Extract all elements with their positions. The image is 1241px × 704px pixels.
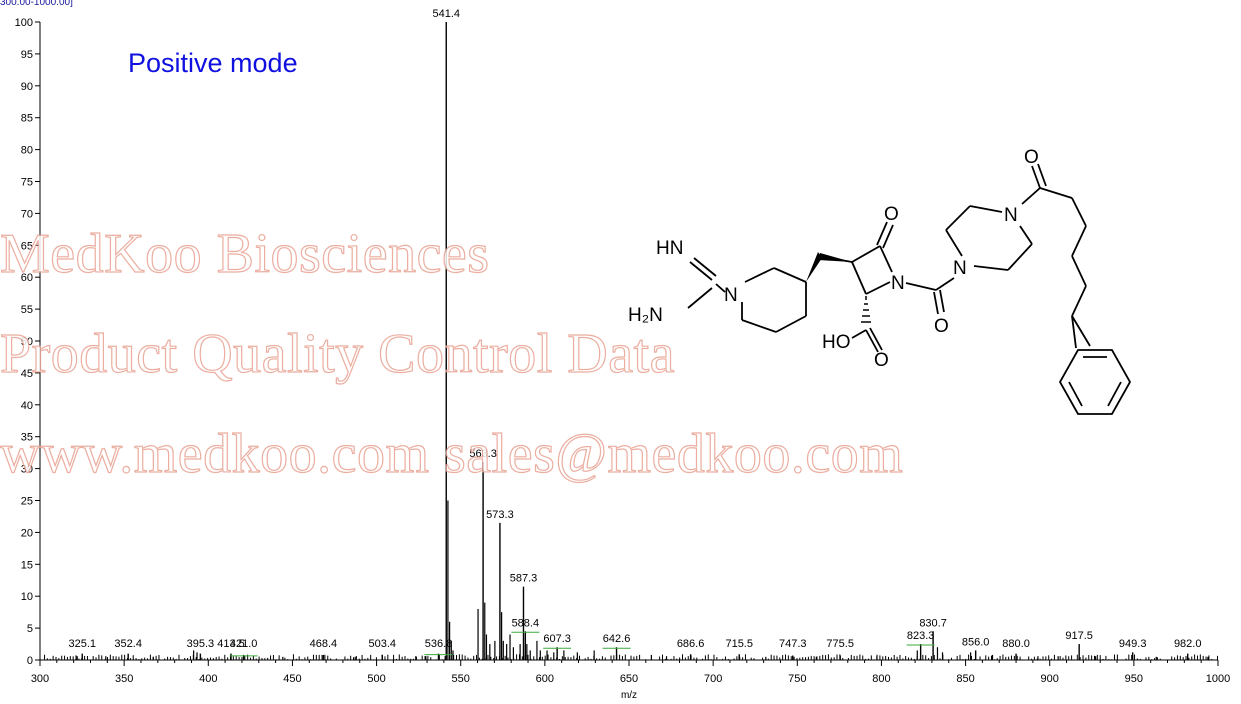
y-tick-label: 80 [21, 145, 33, 157]
y-tick-label: 25 [21, 496, 33, 508]
peak-label: 642.6 [603, 633, 631, 645]
label-o-urea: O [934, 316, 949, 337]
peak-label: 856.0 [962, 636, 990, 648]
y-tick-label: 65 [21, 240, 33, 252]
peak-label: 775.5 [826, 638, 854, 650]
peak-label: 413.5 [217, 638, 245, 650]
peak-label: 468.4 [310, 638, 338, 650]
y-tick-label: 85 [21, 113, 33, 125]
peak-label: 715.5 [725, 638, 753, 650]
x-tick-label: 600 [536, 673, 554, 685]
y-tick-label: 0 [27, 655, 33, 667]
peak-label: 949.3 [1119, 638, 1147, 650]
x-tick-label: 500 [367, 673, 385, 685]
x-axis-label: m/z [621, 690, 637, 701]
x-tick-label: 550 [452, 673, 470, 685]
y-tick-label: 75 [21, 177, 33, 189]
peak-label: 588.4 [512, 617, 540, 629]
watermark-line-3: www.medkoo.com sales@medkoo.com [0, 422, 904, 485]
x-tick-label: 800 [872, 673, 890, 685]
y-tick-label: 60 [21, 272, 33, 284]
y-tick-label: 35 [21, 432, 33, 444]
y-tick-label: 45 [21, 368, 33, 380]
y-tick-label: 10 [21, 591, 33, 603]
peak-label: 421.0 [230, 638, 258, 650]
x-tick-label: 700 [704, 673, 722, 685]
label-n-piperidine: N [724, 285, 738, 306]
scan-range-label: 300.00-1000.00] [0, 0, 73, 8]
y-tick-label: 100 [15, 17, 33, 29]
x-tick-label: 850 [956, 673, 974, 685]
y-tick-label: 50 [21, 336, 33, 348]
label-n-piperazine-1: N [953, 258, 967, 279]
label-ho: HO [822, 332, 851, 353]
peak-label: 563.3 [469, 448, 497, 460]
label-n-piperazine-2: N [1004, 205, 1018, 226]
label-h2n: H₂N [628, 305, 663, 326]
y-tick-label: 90 [21, 81, 33, 93]
x-tick-label: 350 [115, 673, 133, 685]
peak-label: 823.3 [907, 630, 935, 642]
x-tick-label: 900 [1041, 673, 1059, 685]
x-tick-label: 300 [31, 673, 49, 685]
x-tick-label: 450 [283, 673, 301, 685]
x-tick-label: 950 [1125, 673, 1143, 685]
y-tick-label: 15 [21, 559, 33, 571]
x-tick-label: 400 [199, 673, 217, 685]
peak-label: 541.4 [432, 8, 460, 20]
label-n-lactam: N [891, 273, 905, 294]
peak-label: 747.3 [779, 638, 807, 650]
x-tick-label: 1000 [1206, 673, 1230, 685]
peak-label: 982.0 [1174, 638, 1202, 650]
peak-label: 880.0 [1002, 638, 1030, 650]
peak-label: 503.4 [369, 638, 397, 650]
x-tick-label: 750 [788, 673, 806, 685]
peak-label: 587.3 [510, 573, 538, 585]
y-tick-label: 70 [21, 208, 33, 220]
peak-label: 686.6 [677, 638, 705, 650]
label-o-acid: O [874, 350, 889, 371]
y-tick-label: 5 [27, 623, 33, 635]
chemical-structure: HN H₂N N N N N O O O HO O [628, 147, 1132, 415]
label-hn: HN [656, 238, 683, 259]
y-tick-label: 20 [21, 527, 33, 539]
peak-label: 830.7 [919, 617, 947, 629]
peak-label: 325.1 [68, 638, 96, 650]
peak-label: 917.5 [1065, 630, 1093, 642]
y-tick-label: 40 [21, 400, 33, 412]
mode-label: Positive mode [128, 48, 298, 78]
watermark-line-2: Product Quality Control Data [0, 322, 676, 385]
y-tick-label: 95 [21, 49, 33, 61]
watermark-line-1: MedKoo Biosciences [0, 222, 490, 285]
y-tick-label: 55 [21, 304, 33, 316]
peak-label: 536.8 [425, 638, 453, 650]
label-o-acyl: O [1024, 147, 1039, 168]
label-o-lactam: O [884, 204, 899, 225]
x-tick-label: 650 [620, 673, 638, 685]
peak-label: 607.3 [543, 633, 571, 645]
peak-label: 395.3 [187, 638, 215, 650]
peak-label: 352.4 [114, 638, 142, 650]
peak-label: 573.3 [486, 509, 514, 521]
y-tick-label: 30 [21, 464, 33, 476]
